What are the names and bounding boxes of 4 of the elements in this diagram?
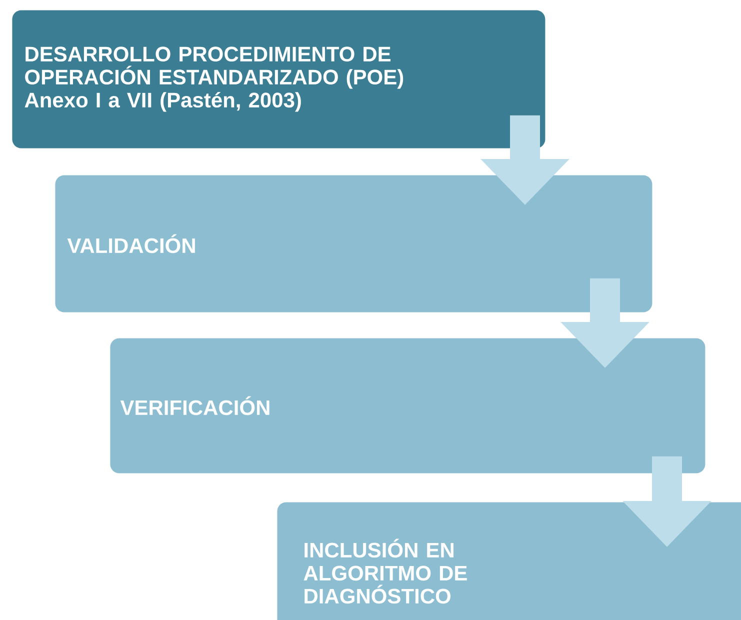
step-box: VALIDACIÓN	[55, 175, 652, 312]
step-box: VERIFICACIÓN	[110, 338, 706, 474]
step-box: INCLUSIÓN EN ALGORITMO DE DIAGNÓSTICO	[277, 502, 741, 620]
title-box: DESARROLLO PROCEDIMIENTO DE OPERACIÓN ESTANDARIZADO (POE) Anexo I a VII (Pastén, 2003)	[12, 10, 546, 148]
